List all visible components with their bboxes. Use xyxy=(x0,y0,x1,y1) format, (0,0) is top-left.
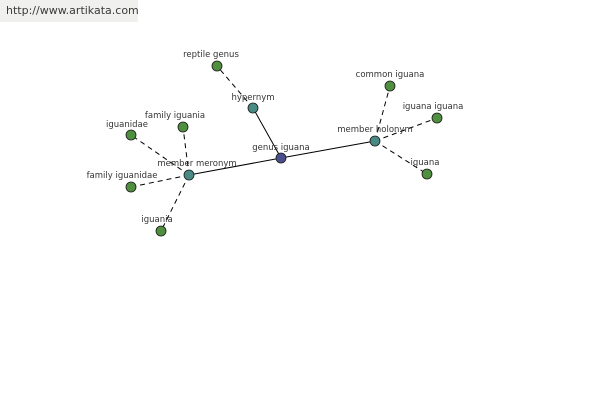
site-url[interactable]: http://www.artikata.com xyxy=(0,0,139,22)
edge-member-holonym-to-common-iguana xyxy=(374,85,391,142)
edge-genus-iguana-to-member-meronym xyxy=(188,157,282,176)
node-label-iguanidae[interactable]: iguanidae xyxy=(106,120,148,130)
node-label-reptile-genus[interactable]: reptile genus xyxy=(183,50,239,60)
edge-member-meronym-to-family-iguanidae xyxy=(130,174,190,188)
edge-member-holonym-to-iguana xyxy=(374,140,428,175)
edge-member-meronym-to-iguania xyxy=(160,174,190,232)
node-label-iguania[interactable]: iguania xyxy=(141,215,172,225)
node-genus-iguana[interactable] xyxy=(275,152,287,164)
node-label-member-meronym[interactable]: member meronym xyxy=(157,159,236,169)
node-family-iguanidae[interactable] xyxy=(125,181,137,193)
node-iguania[interactable] xyxy=(155,225,167,237)
node-label-family-iguanidae[interactable]: family iguanidae xyxy=(87,171,158,181)
node-iguanidae[interactable] xyxy=(125,129,137,141)
edge-hypernym-to-reptile-genus xyxy=(216,65,254,109)
node-hypernym[interactable] xyxy=(247,102,259,114)
edge-genus-iguana-to-hypernym xyxy=(252,107,282,159)
edges-layer xyxy=(130,65,438,232)
node-member-meronym[interactable] xyxy=(183,169,195,181)
edge-genus-iguana-to-member-holonym xyxy=(280,140,376,159)
node-label-common-iguana[interactable]: common iguana xyxy=(356,70,425,80)
node-family-iguania[interactable] xyxy=(177,121,189,133)
node-label-iguana[interactable]: iguana xyxy=(411,158,440,168)
node-iguana[interactable] xyxy=(421,168,433,180)
node-iguana-iguana[interactable] xyxy=(431,112,443,124)
edge-member-holonym-to-iguana-iguana xyxy=(374,117,438,142)
node-label-hypernym[interactable]: hypernym xyxy=(231,93,274,103)
node-member-holonym[interactable] xyxy=(369,135,381,147)
node-label-member-holonym[interactable]: member holonym xyxy=(337,125,412,135)
node-label-family-iguania[interactable]: family iguania xyxy=(145,111,205,121)
nodes-layer: genus iguana hypernym member holonym member… xyxy=(87,50,464,237)
node-label-genus-iguana[interactable]: genus iguana xyxy=(252,143,309,153)
node-common-iguana[interactable] xyxy=(384,80,396,92)
edge-member-meronym-to-family-iguania xyxy=(182,126,190,176)
edge-member-meronym-to-iguanidae xyxy=(130,134,190,176)
node-reptile-genus[interactable] xyxy=(211,60,223,72)
node-label-iguana-iguana[interactable]: iguana iguana xyxy=(403,102,464,112)
